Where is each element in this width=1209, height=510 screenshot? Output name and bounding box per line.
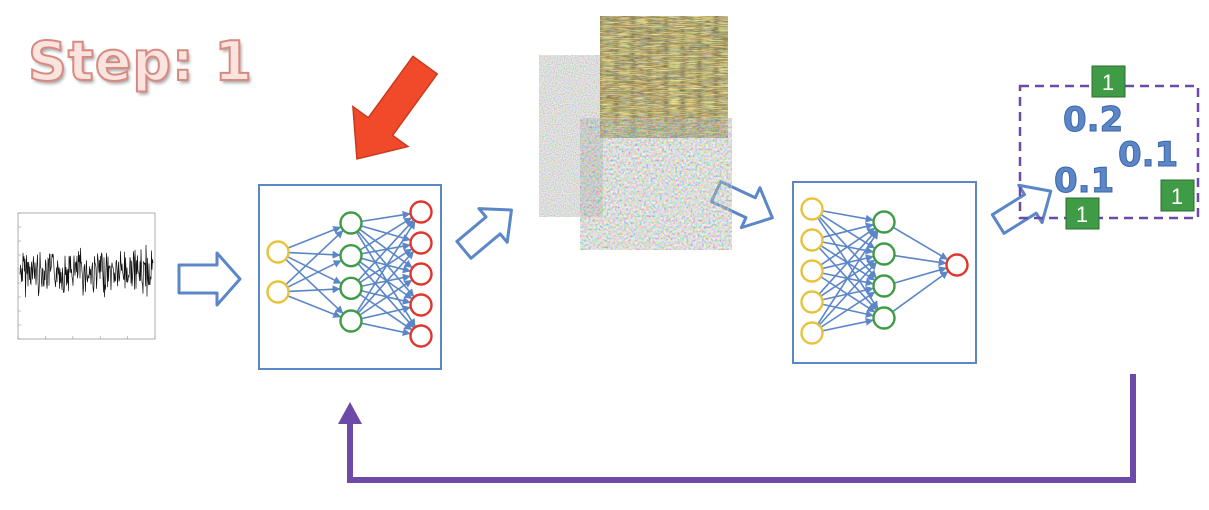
connection-edge	[818, 229, 877, 295]
plot-frame	[17, 212, 156, 340]
neuron-node	[409, 324, 433, 348]
neuron-node	[266, 280, 290, 304]
label-badges: 1 1 1	[1065, 65, 1195, 230]
neuron-node	[945, 253, 969, 277]
connection-edge	[285, 258, 344, 314]
connection-edge	[817, 230, 879, 325]
neuron-node	[339, 276, 363, 301]
score-labels: 0.2 0.1 0.1	[1054, 100, 1179, 202]
discriminator-box	[792, 181, 977, 364]
neuron-node	[872, 242, 896, 266]
connection-edge	[287, 260, 342, 289]
connection-edge	[287, 255, 342, 284]
noise-signal-plot	[17, 212, 156, 340]
neuron-node	[339, 243, 363, 268]
discriminator-network	[800, 197, 969, 345]
connection-edge	[288, 285, 341, 294]
connection-edge	[359, 217, 413, 251]
neuron-node	[339, 309, 363, 333]
label-badge-text: 1	[1102, 70, 1114, 95]
connection-edge	[357, 219, 414, 282]
score-label: 0.2	[1063, 100, 1123, 140]
noise-waveform	[19, 244, 154, 298]
neuron-node	[409, 200, 433, 224]
connection-edge	[894, 254, 947, 267]
generated-images	[539, 16, 732, 250]
connection-edge	[361, 305, 411, 320]
neuron-node	[800, 259, 824, 283]
generator-network	[266, 200, 433, 348]
neuron-node	[872, 210, 896, 234]
connection-edge	[822, 210, 874, 223]
connection-edge	[359, 279, 413, 316]
connection-edge	[822, 317, 874, 332]
connection-edge	[357, 230, 415, 298]
neuron-node	[800, 197, 824, 221]
connection-edge	[361, 322, 411, 337]
label-badge	[1091, 65, 1126, 98]
flow-arrow-2	[455, 207, 513, 260]
label-badge-text: 1	[1171, 184, 1183, 209]
connection-edge	[360, 257, 411, 274]
connection-edge	[359, 293, 413, 331]
neuron-node	[409, 293, 433, 317]
generator-box	[258, 184, 442, 370]
label-badge	[1065, 197, 1100, 230]
flow-arrow-4	[990, 183, 1053, 235]
score-label: 0.1	[1054, 161, 1114, 201]
generated-image-top	[600, 16, 728, 138]
generated-image-front	[580, 118, 732, 250]
connection-edge	[361, 210, 411, 223]
scores-region	[1018, 84, 1200, 220]
connection-edge	[357, 250, 414, 314]
plot-ticks	[17, 212, 156, 340]
connection-edge	[361, 242, 411, 255]
neuron-node	[872, 306, 896, 330]
connection-edge	[357, 263, 415, 329]
neuron-node	[800, 228, 824, 252]
neuron-node	[339, 211, 363, 235]
neuron-node	[800, 321, 824, 345]
score-label: 0.1	[1118, 135, 1178, 175]
connection-edge	[359, 261, 413, 300]
neuron-node	[872, 274, 896, 298]
flow-arrow-1	[177, 251, 242, 307]
connection-edge	[287, 295, 342, 318]
neuron-node	[409, 262, 433, 286]
feedback-arrowhead-icon	[338, 402, 362, 424]
step-title: Step: 1	[27, 29, 253, 94]
connection-edge	[356, 220, 416, 313]
connection-edge	[820, 227, 876, 266]
connection-edge	[288, 250, 341, 259]
connection-edge	[285, 230, 344, 286]
neuron-node	[409, 231, 433, 255]
connection-edge	[361, 273, 411, 288]
label-badge-text: 1	[1076, 202, 1088, 227]
label-badge	[1160, 179, 1195, 212]
connection-edge	[359, 228, 413, 268]
neuron-node	[266, 240, 290, 264]
feedback-loop-line	[347, 374, 1136, 483]
pointer-arrow-icon	[352, 55, 439, 160]
connection-edge	[360, 225, 411, 242]
connection-edge	[892, 226, 948, 260]
connection-edge	[892, 271, 949, 313]
connection-edge	[818, 261, 877, 326]
connection-edge	[820, 291, 876, 328]
neuron-node	[800, 290, 824, 314]
connection-edge	[893, 266, 947, 284]
connection-edge	[821, 222, 874, 239]
connection-edge	[287, 226, 342, 249]
